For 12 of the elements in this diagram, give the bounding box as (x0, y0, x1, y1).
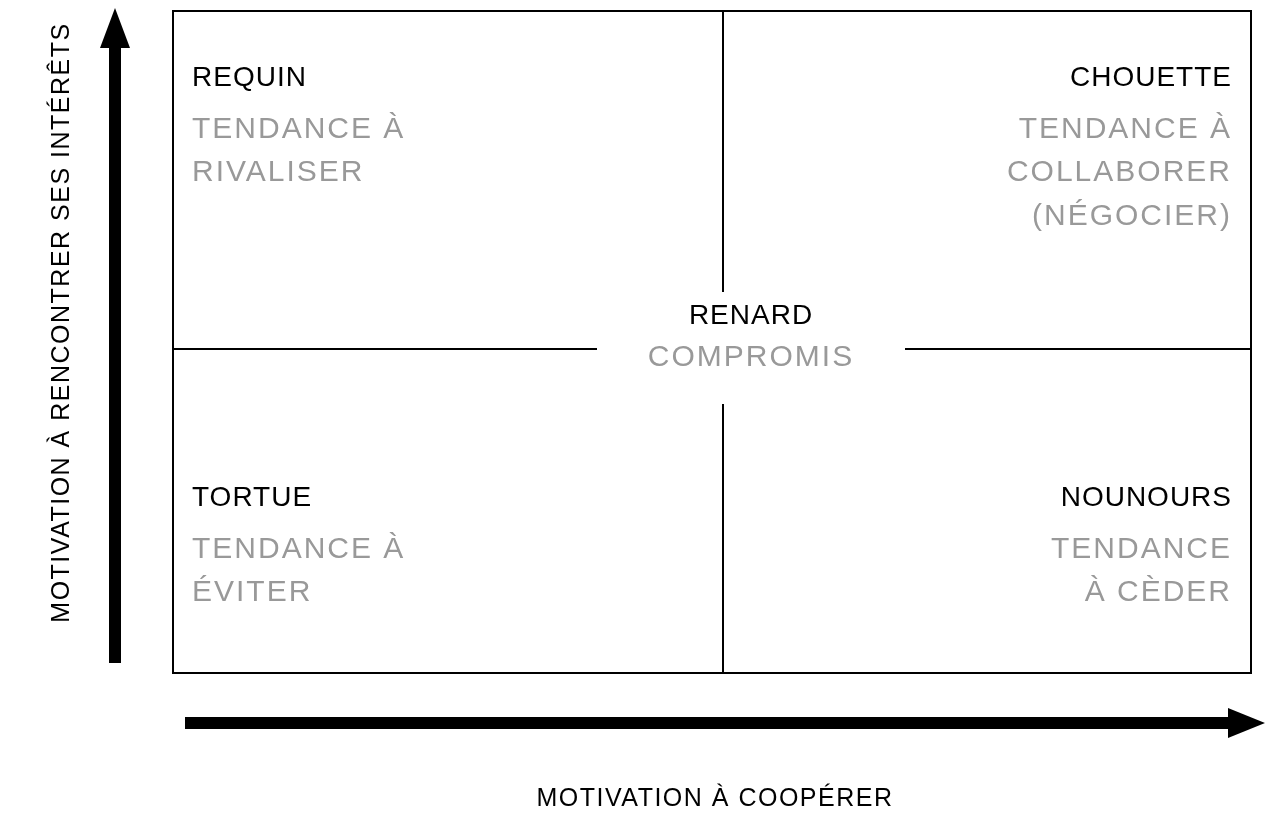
quadrant-description: COMPROMIS (647, 337, 855, 374)
quadrant-description: TENDANCE À CÈDER (1050, 529, 1232, 610)
quadrant-description: TENDANCE À ÉVITER (192, 529, 407, 610)
quadrant-title: TORTUE (192, 480, 313, 514)
quadrant-description: TENDANCE À COLLABORER (NÉGOCIER) (1005, 109, 1232, 233)
quadrant-title: REQUIN (192, 60, 307, 94)
quadrant-title: RENARD (688, 298, 814, 332)
axis-label: MOTIVATION À RENCONTRER SES INTÉRÊTS (44, 21, 75, 625)
axis-label: MOTIVATION À COOPÉRER (535, 782, 895, 813)
quadrant-title: CHOUETTE (1070, 60, 1232, 94)
quadrant-title: NOUNOURS (1060, 480, 1232, 514)
quadrant-description: TENDANCE À RIVALISER (192, 109, 407, 190)
